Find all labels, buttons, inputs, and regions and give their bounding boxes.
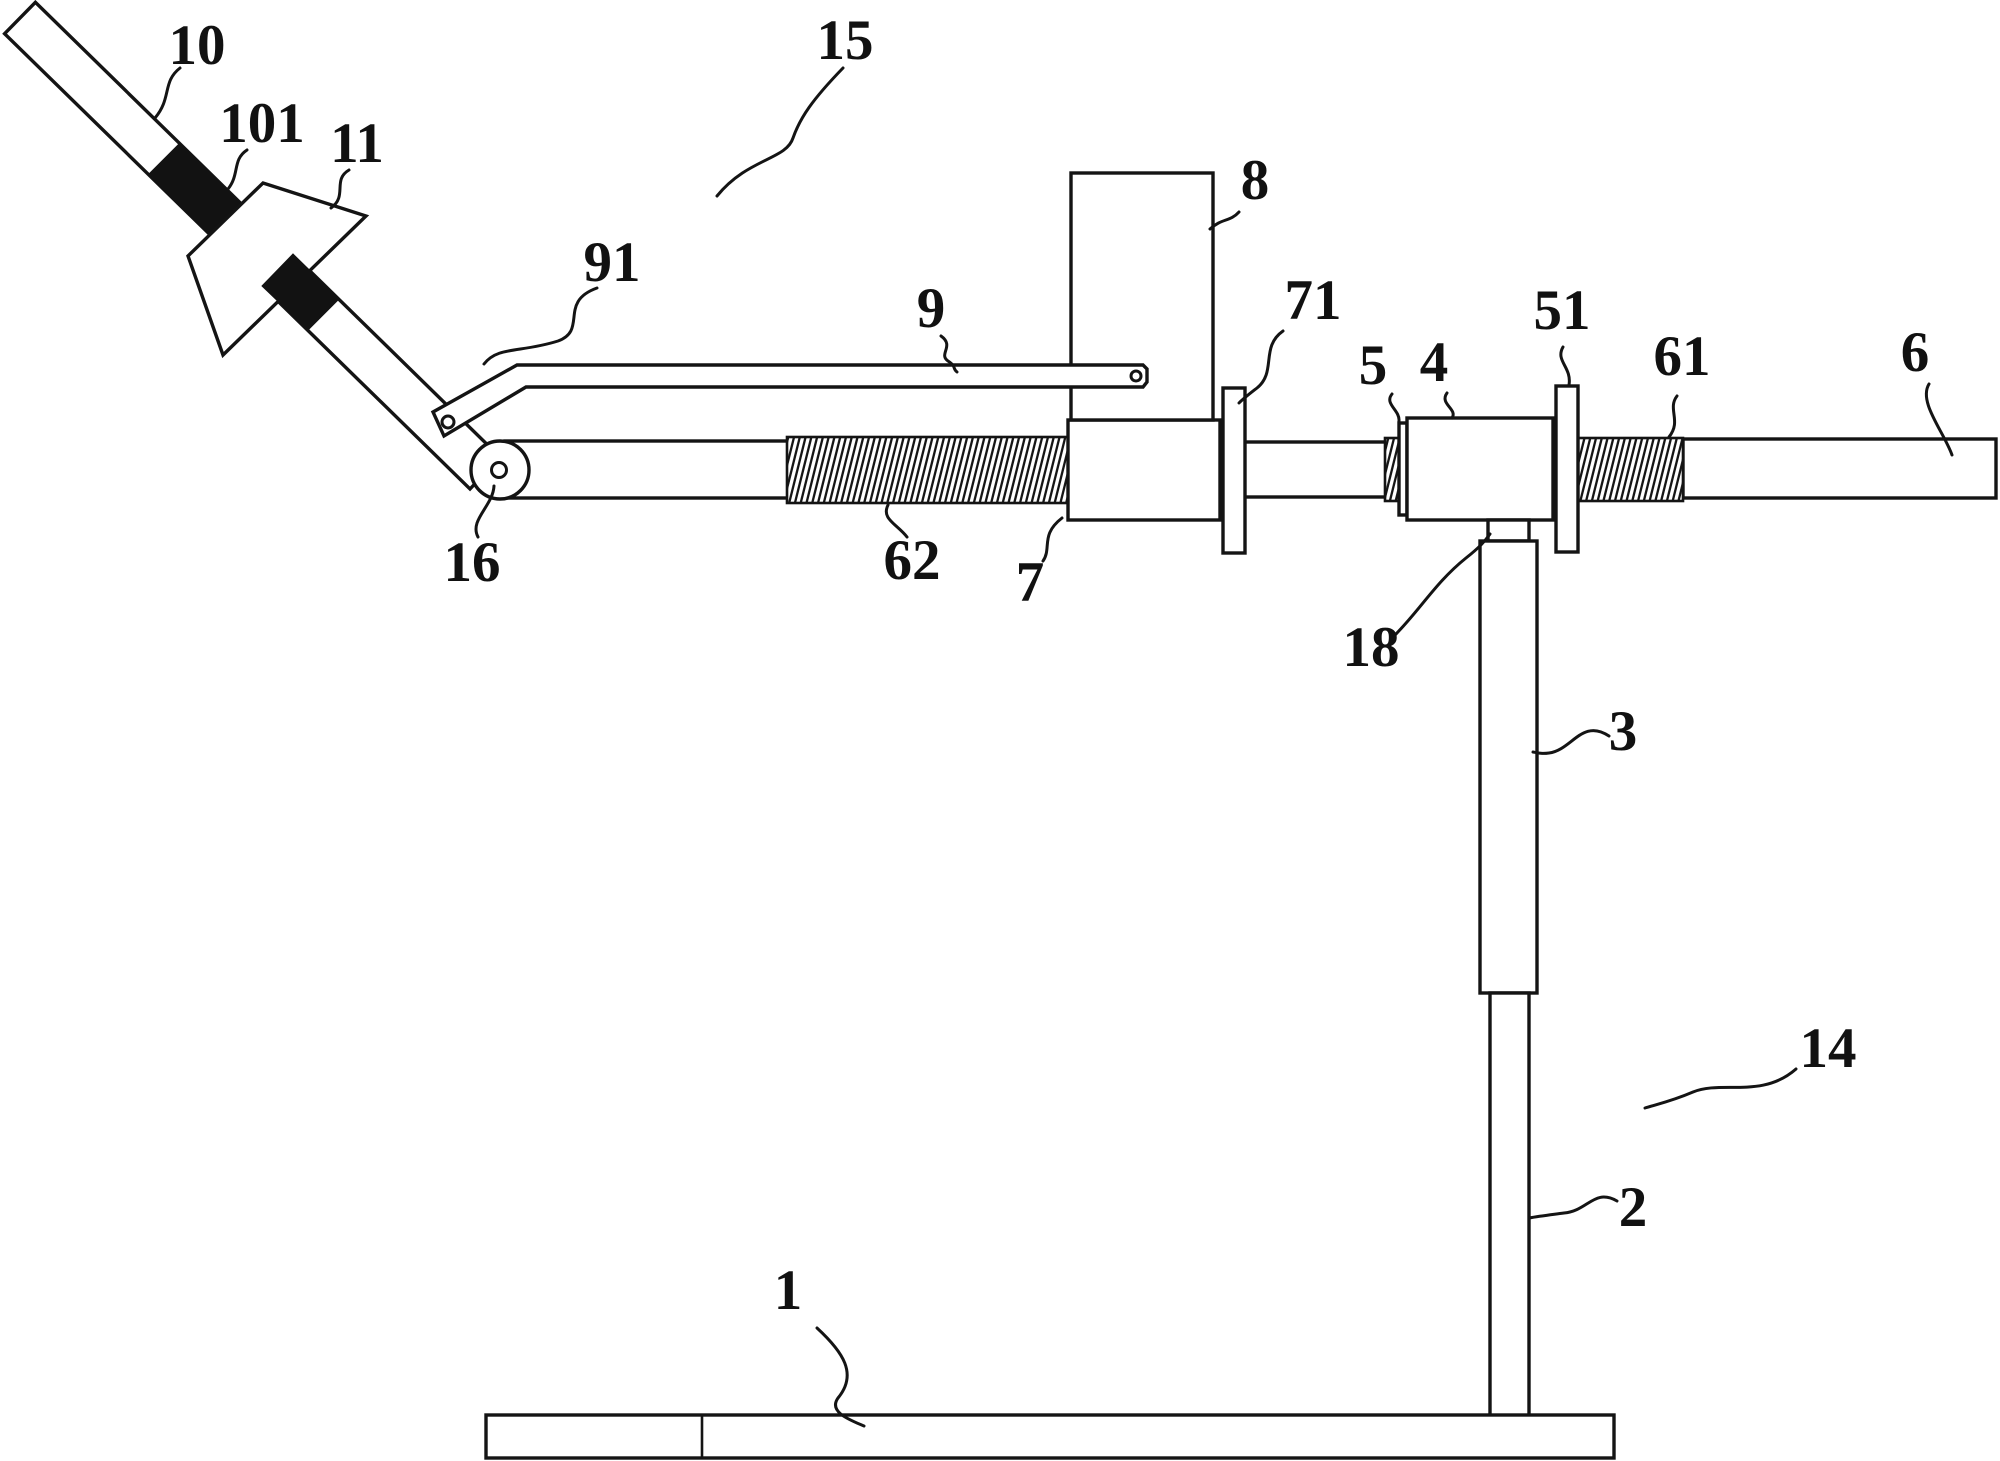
figure-label-6: 6 [1901,321,1930,384]
flange-71 [1221,386,1247,555]
leader-8 [1208,210,1241,231]
leader-1 [815,1326,866,1428]
leader-51 [1559,345,1571,387]
leader-18 [1393,532,1492,637]
flange-51 [1554,384,1580,554]
base-plate-1 [484,1413,1616,1460]
figure-label-1: 1 [774,1259,803,1322]
figure-label-5: 5 [1359,334,1388,397]
leader-71 [1237,329,1285,405]
support-column-2 [1488,991,1531,1418]
rod-6 [1681,437,1998,500]
figure-label-2: 2 [1619,1176,1648,1239]
leader-3 [1531,729,1611,755]
figure-label-10: 10 [169,14,226,77]
leader-61 [1667,394,1679,439]
middle-rod [1241,440,1392,499]
leader-91 [482,286,599,366]
leader-6 [1924,382,1954,457]
figure-label-62: 62 [884,529,941,592]
figure-label-91: 91 [584,231,641,294]
leader-101 [226,148,249,191]
leader-62 [884,503,909,539]
figure-label-16: 16 [444,531,501,594]
figure-label-51: 51 [1534,279,1591,342]
figure-label-101: 101 [219,92,305,155]
figure-label-61: 61 [1654,325,1711,388]
leader-4 [1443,391,1455,420]
figure-label-18: 18 [1343,616,1400,679]
figure-label-9: 9 [917,277,946,340]
leader-14 [1643,1067,1798,1110]
figure-label-4: 4 [1420,331,1449,394]
figure-label-7: 7 [1016,551,1045,614]
leader-lines [153,66,1954,1428]
rod-9-tip-hole-91 [440,414,456,430]
leader-16 [474,484,496,539]
slider-block-7 [1066,418,1222,522]
figure-label-11: 11 [330,112,384,175]
threaded-section-61 [1576,436,1685,503]
figure-label-14: 14 [1800,1017,1857,1080]
rod-9-end-hole [1129,369,1143,383]
leader-5 [1388,392,1401,423]
thin-rod-9 [430,363,1149,439]
leader-7 [1041,516,1064,563]
leader-11 [329,168,351,210]
cone-11 [186,181,370,359]
leader-2 [1527,1195,1619,1220]
threaded-section-62 [785,435,1070,505]
bearing-block-4 [1405,416,1555,522]
neck-joint-18 [1486,518,1531,543]
figure-label-71: 71 [1285,269,1342,332]
leader-10 [153,66,182,120]
figure-label-8: 8 [1241,149,1270,212]
support-column-3 [1478,539,1539,995]
leader-9 [939,334,959,374]
leader-15 [715,66,845,198]
roller-16-pin-hole [490,461,508,479]
figure-label-15: 15 [817,9,874,72]
figure-label-3: 3 [1609,700,1638,763]
hatched-collar-lower [261,253,340,331]
